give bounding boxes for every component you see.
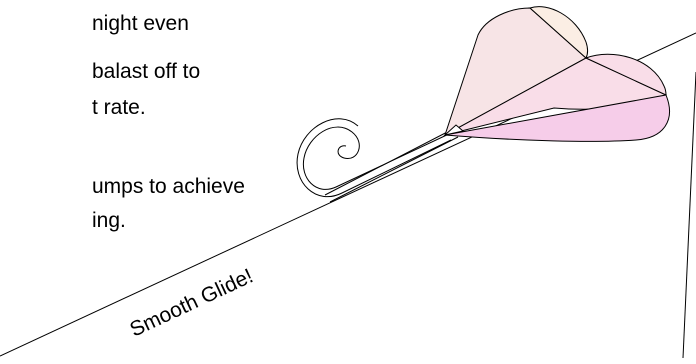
text-line-3: t rate. [92, 96, 146, 119]
text-line-2: balast off to [92, 60, 200, 83]
text-line-5: ing. [92, 209, 126, 232]
heart-front-top-lobe [584, 53, 667, 96]
heart-nose [443, 124, 465, 136]
smooth-glide-label: Smooth Glide! [126, 264, 256, 341]
text-line-4: umps to achieve [92, 175, 245, 198]
text-line-1: night even [92, 12, 189, 35]
heart-glider [443, 6, 670, 142]
frame-right-edge [682, 71, 696, 359]
heart-front-right [444, 94, 670, 142]
spiral-tail [296, 118, 452, 198]
paragraph-text: night even balast off to t rate. umps to… [92, 12, 245, 232]
tether-lines [324, 127, 459, 203]
heart-back-right-lobe [529, 6, 588, 59]
